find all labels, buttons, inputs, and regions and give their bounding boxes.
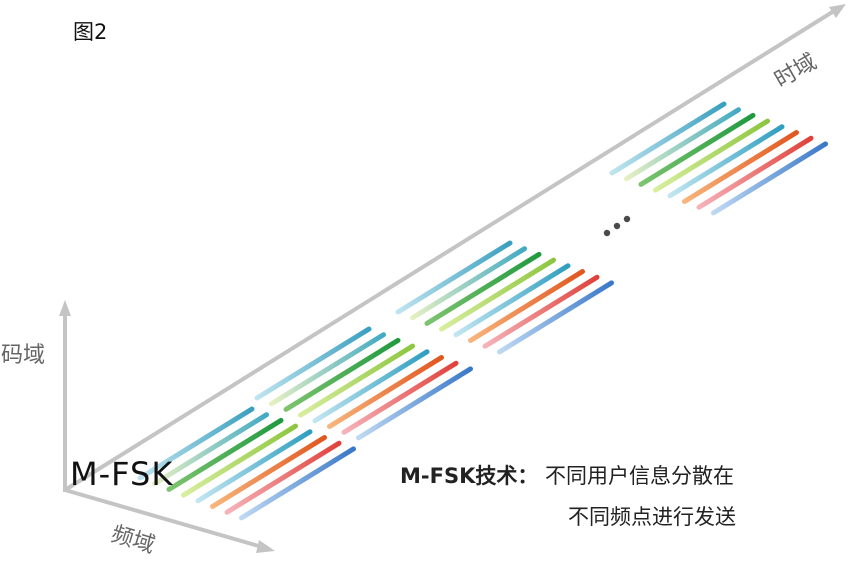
- frequency-line-1: [395, 240, 513, 315]
- frequency-line-6: [327, 355, 444, 429]
- frequency-line-6: [682, 130, 799, 204]
- frequency-group-1: [137, 406, 356, 521]
- frequency-line-3: [283, 337, 401, 412]
- frequency-line-1: [137, 406, 255, 481]
- description-line1: 不同用户信息分散在: [545, 464, 735, 488]
- frequency-line-5: [312, 349, 430, 424]
- frequency-line-7: [224, 440, 342, 515]
- figure-label: 图2: [73, 20, 108, 44]
- ellipsis-dot: [613, 222, 621, 230]
- frequency-axis: [64, 488, 263, 549]
- code-axis-label: 码域: [1, 343, 45, 368]
- time-axis-arrow-icon: [829, 4, 846, 18]
- frequency-line-7: [696, 135, 814, 210]
- frequency-line-4: [653, 118, 770, 193]
- frequency-line-2: [624, 107, 741, 182]
- frequency-line-6: [210, 435, 327, 509]
- frequency-line-7: [341, 360, 459, 435]
- frequency-line-5: [195, 429, 313, 504]
- frequency-line-5: [667, 124, 785, 199]
- frequency-group-3: [395, 240, 614, 355]
- frequency-axis-arrow-icon: [256, 540, 275, 553]
- frequency-line-4: [298, 343, 415, 418]
- description-title: M-FSK技术：: [400, 464, 539, 488]
- frequency-group-4: [609, 101, 828, 216]
- frequency-axis-label: 频域: [108, 522, 157, 559]
- frequency-line-1: [254, 326, 372, 401]
- time-axis: [63, 9, 836, 492]
- ellipsis-icon: [603, 215, 631, 237]
- frequency-line-8: [239, 446, 356, 521]
- frequency-line-3: [166, 417, 284, 492]
- scheme-label: M-FSK: [70, 455, 174, 493]
- frequency-line-8: [711, 141, 828, 216]
- code-axis-arrow-icon: [59, 300, 71, 316]
- frequency-line-7: [482, 274, 600, 349]
- time-axis-label: 时域: [771, 50, 822, 94]
- frequency-line-5: [453, 263, 571, 338]
- frequency-line-2: [152, 412, 269, 487]
- ellipsis-dot: [623, 215, 631, 223]
- axes: [59, 4, 846, 553]
- frequency-line-8: [497, 280, 614, 355]
- frequency-line-8: [356, 366, 473, 441]
- frequency-line-groups: [137, 101, 828, 521]
- frequency-line-2: [269, 332, 386, 407]
- frequency-line-1: [609, 101, 727, 176]
- frequency-line-2: [410, 246, 527, 321]
- frequency-group-2: [254, 326, 473, 441]
- frequency-line-4: [181, 423, 298, 498]
- frequency-line-3: [638, 112, 756, 187]
- frequency-line-6: [468, 269, 585, 343]
- frequency-line-3: [424, 251, 542, 326]
- description-line2: 不同频点进行发送: [568, 505, 736, 529]
- ellipsis-dot: [603, 229, 611, 237]
- frequency-line-4: [439, 257, 556, 332]
- description: M-FSK技术： 不同用户信息分散在 不同频点进行发送: [400, 456, 736, 538]
